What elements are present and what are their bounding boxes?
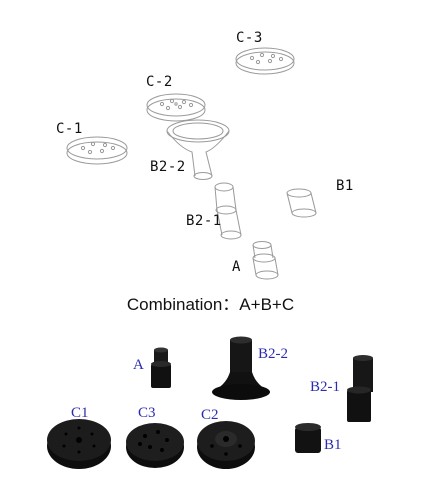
diagram-label-b2-2: B2-2 [150, 159, 186, 175]
part-c3-outline [235, 47, 295, 75]
diagram-label-c1: C-1 [56, 121, 83, 137]
exploded-diagram [66, 47, 317, 280]
photo-label-c1: C1 [71, 405, 89, 421]
diagram-label-b1: B1 [336, 178, 354, 194]
photo-part-c1 [47, 419, 111, 469]
diagram-label-c3: C-3 [236, 30, 263, 46]
photo-label-b2-2: B2-2 [258, 346, 288, 362]
diagram-label-c2: C-2 [146, 74, 173, 90]
photo-label-b2-1: B2-1 [310, 379, 340, 395]
part-c2-outline [146, 93, 206, 122]
part-a-outline [252, 241, 279, 280]
combination-caption: Combination：A+B+C [126, 295, 295, 314]
photo-part-b2-1 [347, 355, 373, 422]
diagram-label-a: A [232, 259, 241, 275]
photo-part-c2 [197, 421, 255, 469]
photo-label-c3: C3 [138, 405, 156, 421]
part-b2-2-outline [166, 119, 230, 180]
photo-part-a [151, 347, 171, 388]
photo-part-c3 [126, 423, 184, 468]
photo-part-b1 [295, 423, 321, 453]
photo-label-b1: B1 [324, 437, 342, 453]
part-c1-outline [66, 136, 128, 165]
diagram-label-b2-1: B2-1 [186, 213, 222, 229]
photo-label-a: A [133, 357, 144, 373]
part-b1-outline [286, 188, 317, 218]
photo-label-c2: C2 [201, 407, 219, 423]
part-b2-1-outline [214, 182, 242, 240]
